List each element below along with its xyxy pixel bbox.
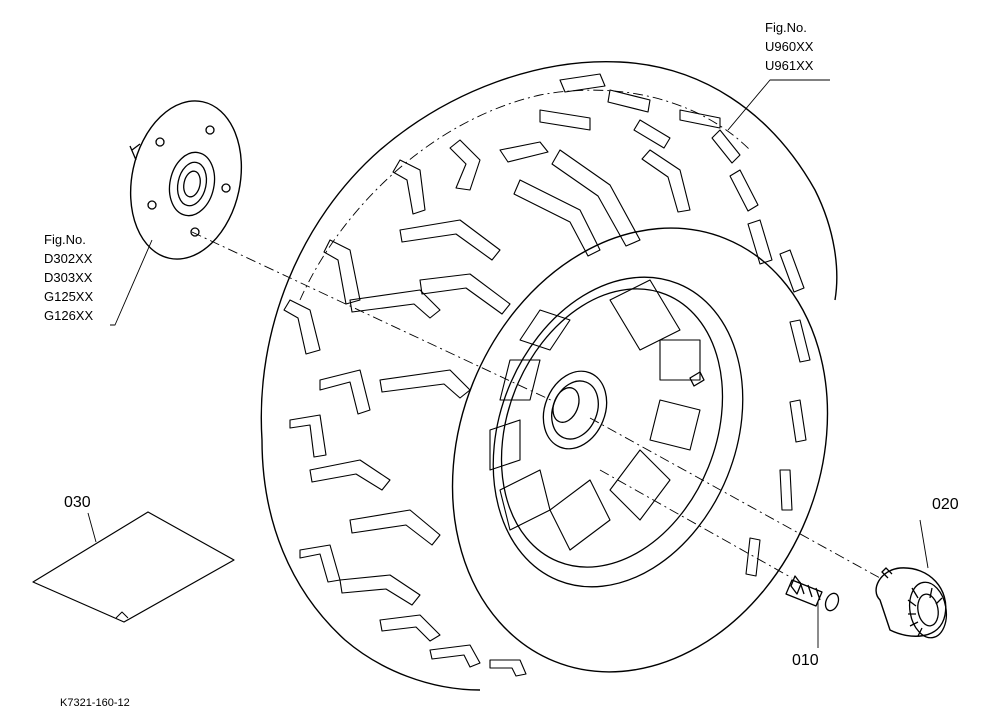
- hub-fig-heading: Fig.No.: [44, 232, 86, 247]
- wheel-hub: [129, 100, 243, 260]
- hub-fig-ref: Fig.No. D302XX D303XX G125XX G126XX: [44, 230, 93, 325]
- tire-back-bead-line: [299, 89, 751, 301]
- lug-nut-part: [875, 567, 948, 639]
- tire-fig-number: U960XX: [765, 39, 814, 54]
- hub-fig-number: G125XX: [44, 289, 94, 304]
- hub-fig-number: G126XX: [44, 308, 94, 323]
- label-sheet-part: [32, 511, 235, 623]
- rim-inner: [500, 288, 724, 568]
- tire-fig-heading: Fig.No.: [765, 20, 807, 35]
- callout-label-sheet: 030: [64, 494, 91, 511]
- callout-lug-nut: 020: [932, 496, 959, 513]
- tire-back-left-outline: [261, 439, 481, 691]
- wheel-center-hub: [542, 370, 705, 450]
- drawing-code: K7321-160-12: [60, 697, 130, 709]
- tread-blocks: [283, 73, 811, 677]
- callout-lug-bolt: 010: [792, 652, 819, 669]
- tire-fig-ref: Fig.No. U960XX U961XX: [765, 18, 813, 75]
- hub-fig-number: D302XX: [44, 251, 93, 266]
- tire-fig-number: U961XX: [765, 58, 814, 73]
- leader-lines: [87, 79, 929, 648]
- rim-outer: [492, 276, 744, 588]
- tire-front-outline: [451, 227, 829, 673]
- lug-bolt-part: [785, 575, 840, 612]
- tire: [260, 60, 838, 691]
- hub-fig-number: D303XX: [44, 270, 93, 285]
- rim-spokes: [489, 279, 701, 551]
- tire-back-outline: [260, 60, 838, 441]
